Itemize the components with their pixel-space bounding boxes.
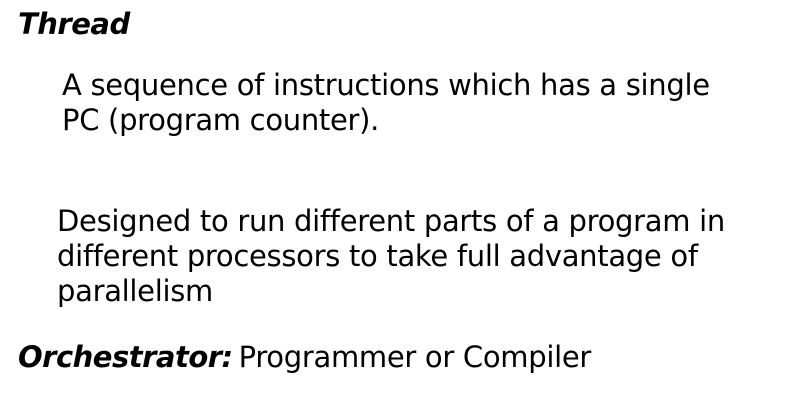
definition-line: PC (program counter). <box>62 103 380 137</box>
definition-line: A sequence of instructions which has a s… <box>62 68 710 102</box>
purpose-line: Designed to run different parts of a pro… <box>57 204 725 238</box>
orchestrator-label: Orchestrator: <box>18 340 233 374</box>
purpose-paragraph: Designed to run different parts of a pro… <box>57 204 725 309</box>
orchestrator-row: Orchestrator:Programmer or Compiler <box>18 338 591 376</box>
definition-paragraph: A sequence of instructions which has a s… <box>62 68 710 138</box>
slide-title: Thread <box>18 7 130 41</box>
purpose-line: different processors to take full advant… <box>57 239 698 273</box>
purpose-line: parallelism <box>57 274 214 308</box>
orchestrator-value: Programmer or Compiler <box>238 340 592 374</box>
